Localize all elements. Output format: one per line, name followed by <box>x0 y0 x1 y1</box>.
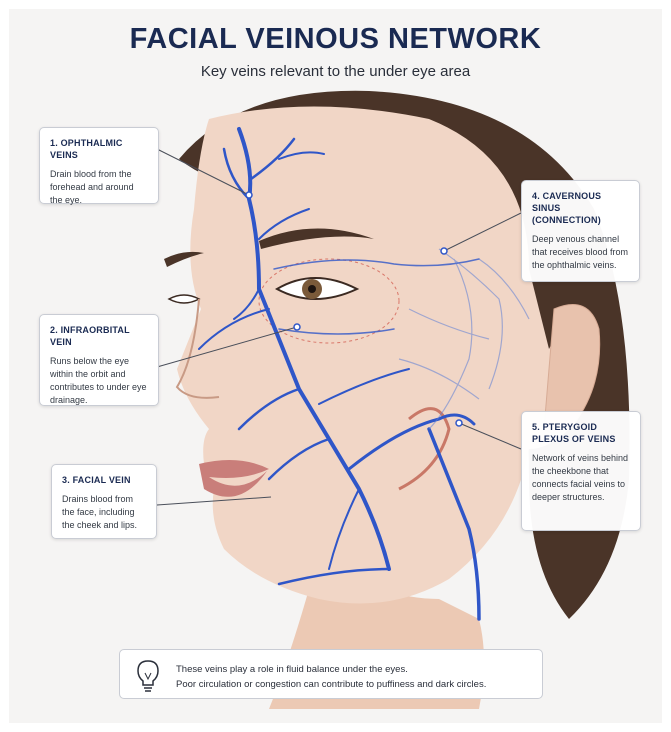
right-pupil <box>308 285 316 293</box>
callout-heading: 5. PTERYGOID PLEXUS OF VEINS <box>532 422 616 444</box>
vein-network-faint <box>398 248 530 430</box>
infographic-frame: FACIAL VEINOUS NETWORK Key veins relevan… <box>9 9 662 723</box>
callout-heading: 1. OPHTHALMIC VEINS <box>50 138 123 160</box>
callout-text: Drains blood from the face, including th… <box>62 494 138 530</box>
lightbulb-icon <box>137 660 159 692</box>
note-line-1: These veins play a role in fluid balance… <box>176 664 408 675</box>
leader-lines <box>156 148 522 506</box>
callout-heading: 4. CAVERNOUS SINUS (CONNECTION) <box>532 191 602 225</box>
callout-heading: 3. FACIAL VEIN <box>62 475 131 485</box>
callout-facial-vein: 3. FACIAL VEIN Drains blood from the fac… <box>51 464 157 539</box>
callout-infraorbital-vein: 2. INFRAORBITAL VEIN Runs below the eye … <box>39 314 159 406</box>
note-text: These veins play a role in fluid balance… <box>176 662 486 692</box>
under-eye-zone <box>258 258 400 344</box>
left-eye <box>167 294 201 304</box>
face-illustration <box>156 90 630 709</box>
callout-text: Network of veins behind the cheekbone th… <box>532 453 629 502</box>
right-eyebrow <box>259 228 374 249</box>
callout-text: Drain blood from the forehead and around… <box>50 169 134 205</box>
note-line-2: Poor circulation or congestion can contr… <box>176 679 487 690</box>
callout-pterygoid-plexus: 5. PTERYGOID PLEXUS OF VEINS Network of … <box>521 411 641 531</box>
callout-heading: 2. INFRAORBITAL VEIN <box>50 325 130 347</box>
note-box: These veins play a role in fluid balance… <box>119 649 543 699</box>
leader-dots <box>245 191 463 427</box>
pterygoid-area <box>398 407 451 491</box>
lips <box>199 460 269 497</box>
callout-text: Runs below the eye within the orbit and … <box>50 356 147 405</box>
vein-network <box>198 127 481 621</box>
callout-cavernous-sinus: 4. CAVERNOUS SINUS (CONNECTION) Deep ven… <box>521 180 640 282</box>
left-eyebrow <box>164 251 204 267</box>
page-title: FACIAL VEINOUS NETWORK <box>129 23 542 55</box>
page-subtitle: Key veins relevant to the under eye area <box>200 63 471 80</box>
nose <box>175 298 220 399</box>
face-skin <box>177 106 595 604</box>
callout-ophthalmic-veins: 1. OPHTHALMIC VEINS Drain blood from the… <box>39 127 159 205</box>
callout-text: Deep venous channel that receives blood … <box>532 234 629 270</box>
